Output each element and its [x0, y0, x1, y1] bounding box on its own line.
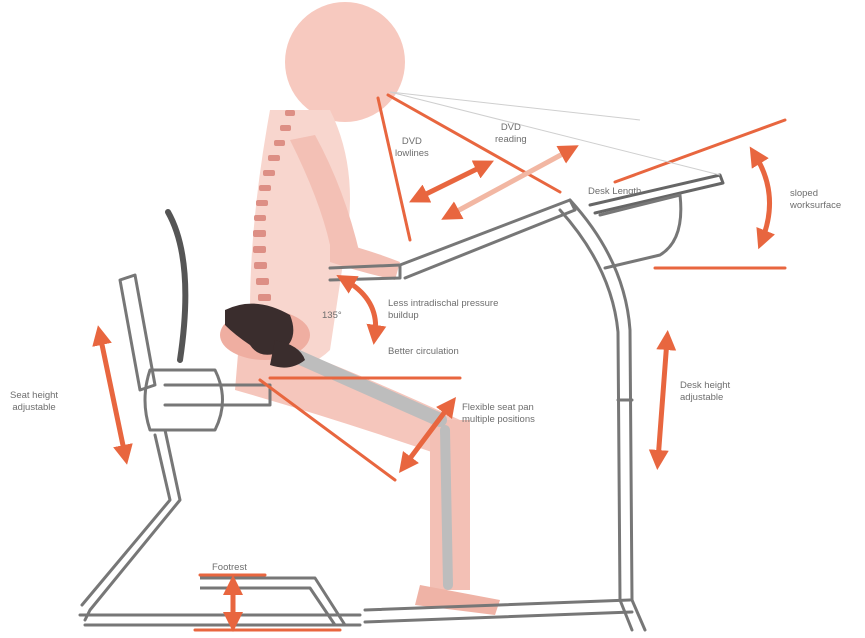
dvd-reading-label: DVD reading — [495, 122, 527, 146]
view-arrow-2 — [450, 150, 570, 215]
desk-height-arrow — [658, 340, 667, 460]
rear-leg-inner — [82, 435, 170, 605]
hip-angle-arrow — [345, 280, 376, 335]
desk-bracket — [600, 195, 681, 268]
circulation-label: Better circulation — [388, 346, 459, 358]
desk-height-label: Desk height adjustable — [680, 380, 730, 404]
footrest-label: Footrest — [212, 562, 247, 574]
sloped-angle-arrow — [755, 155, 770, 240]
base-rail — [80, 615, 360, 625]
angle-label: 135° — [322, 310, 342, 322]
rear-leg — [85, 430, 180, 620]
main-upright-inner — [560, 210, 632, 630]
sloped-worksurface-label: sloped worksurface — [790, 188, 841, 212]
footrest — [200, 578, 345, 625]
main-upright — [570, 200, 645, 630]
sight-lines — [390, 92, 720, 175]
seat-height-arrow — [100, 335, 125, 455]
seat-body — [145, 370, 223, 430]
dvd-lowlines-label: DVD lowlines — [395, 136, 429, 160]
seat-height-label: Seat height adjustable — [10, 390, 58, 414]
flexible-seat-label: Flexible seat pan multiple positions — [462, 402, 535, 426]
desk-length-label: Desk Length — [588, 186, 641, 198]
backrest — [168, 212, 185, 360]
view-arrow-1 — [418, 165, 485, 198]
pressure-label: Less intradischal pressure buildup — [388, 298, 498, 322]
head — [285, 2, 405, 122]
desk-top — [400, 200, 575, 278]
